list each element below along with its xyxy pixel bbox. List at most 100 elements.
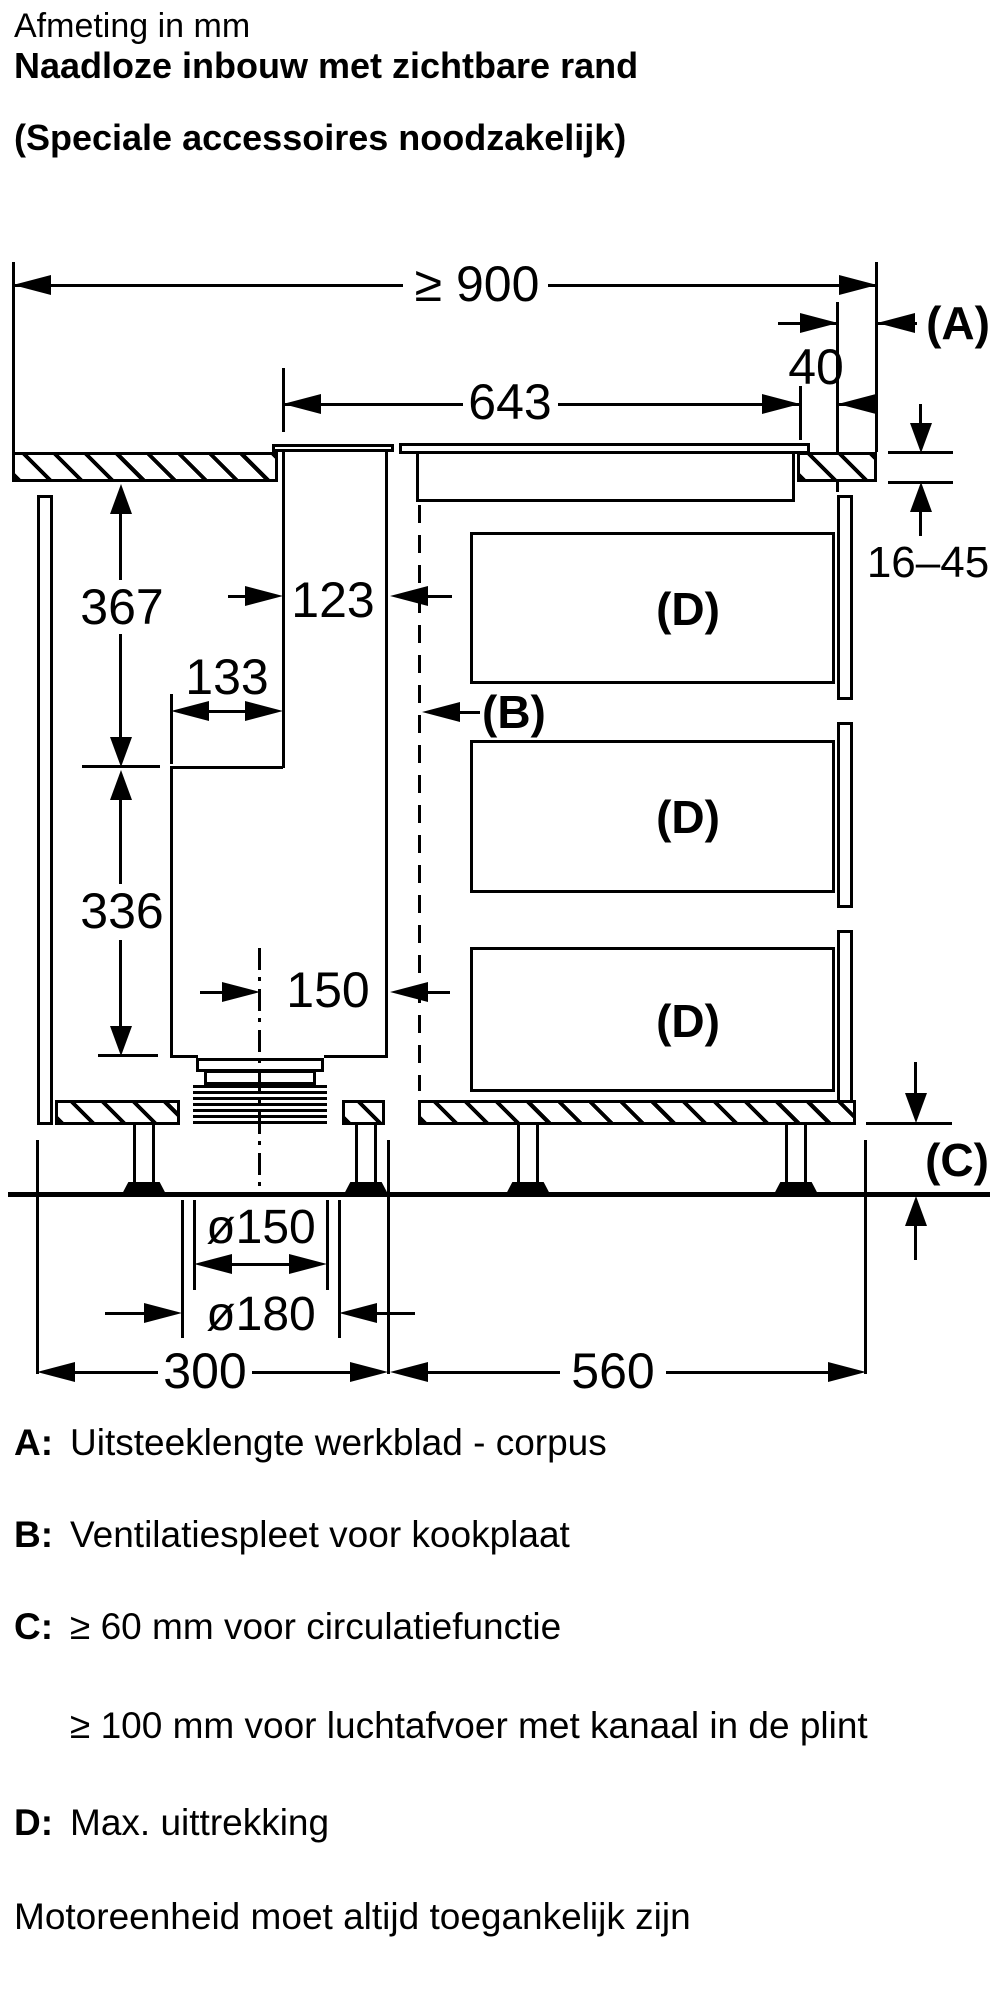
dim-left-section: 300 (163, 1343, 247, 1399)
foot (785, 1125, 807, 1182)
dimension-line (914, 1062, 917, 1096)
dim-hob-width: 643 (468, 374, 552, 430)
plinth-board-right (418, 1100, 856, 1125)
dimension-line (426, 595, 452, 598)
arrow-down-icon (110, 737, 132, 767)
arrow-right-icon (350, 1362, 388, 1382)
dimension-line (205, 710, 249, 713)
motor-unit-bottom (170, 1055, 198, 1058)
dimension-line (119, 512, 122, 580)
motor-unit-left (170, 766, 173, 1058)
arrow-up-icon (905, 1196, 927, 1226)
legend-item-d: D: Max. uittrekking (14, 1798, 329, 1848)
legend-key: B: (14, 1514, 54, 1555)
floor-line (8, 1192, 990, 1197)
dim-duct-dia-180: ø180 (206, 1288, 316, 1341)
arrow-right-icon (144, 1303, 182, 1323)
arrow-down-icon (905, 1093, 927, 1123)
arrow-left-icon (390, 982, 428, 1002)
dimension-line (666, 1371, 828, 1374)
arrow-left-icon (283, 394, 321, 414)
duct-left-wall (282, 452, 285, 768)
vent-gap-dashed-line (418, 505, 421, 1091)
hob-body-edge (416, 454, 419, 502)
dimension-line (283, 403, 463, 406)
arrow-down-icon (910, 423, 932, 453)
dim-label-c: (C) (925, 1134, 989, 1186)
arrow-up-icon (110, 770, 132, 800)
extension-line (864, 1140, 867, 1374)
arrow-right-icon (839, 275, 877, 295)
dimension-line (426, 1371, 560, 1374)
hob-body-bottom (416, 499, 795, 502)
dimension-line (252, 1371, 350, 1374)
right-side-panel (837, 722, 853, 908)
arrow-left-icon (877, 313, 915, 333)
arrow-left-icon (37, 1362, 75, 1382)
arrow-left-icon (194, 1254, 232, 1274)
legend-text: ≥ 60 mm voor circulatiefunctie (70, 1606, 562, 1647)
arrow-left-icon (13, 275, 51, 295)
dimension-line (548, 284, 877, 287)
dimension-line (200, 991, 226, 994)
legend-text: Uitsteeklengte werkblad - corpus (70, 1422, 607, 1463)
extension-line (338, 1200, 341, 1338)
extension-line (36, 1140, 39, 1374)
dim-right-section: 560 (571, 1343, 655, 1399)
legend-text: Max. uittrekking (70, 1802, 330, 1843)
reference-line (866, 1122, 952, 1125)
foot (133, 1125, 155, 1182)
reference-line (82, 765, 160, 768)
legend-item-b: B: Ventilatiespleet voor kookplaat (14, 1510, 570, 1560)
worktop-left (12, 452, 278, 482)
dim-edge-offset: 40 (788, 339, 844, 395)
arrow-right-icon (222, 982, 260, 1002)
dim-upper-depth: 367 (80, 579, 164, 635)
extension-line (193, 1200, 196, 1290)
legend-item-c: C: ≥ 60 mm voor circulatiefunctie (14, 1602, 561, 1652)
arrow-left-icon (339, 1303, 377, 1323)
dim-duct-offset: 150 (286, 962, 370, 1018)
dim-label-a: (A) (926, 297, 990, 349)
worktop-right (797, 452, 877, 482)
right-side-panel (837, 495, 853, 700)
arrow-right-icon (245, 586, 283, 606)
legend-item-c-continued: ≥ 100 mm voor luchtafvoer met kanaal in … (70, 1700, 890, 1752)
drawing-title: Naadloze inbouw met zichtbare rand (14, 45, 639, 86)
legend-text: Ventilatiespleet voor kookplaat (70, 1514, 570, 1555)
dimension-line (228, 1263, 294, 1266)
accessories-note: (Speciale accessoires noodzakelijk) (14, 117, 627, 158)
plinth-board-left (55, 1100, 180, 1125)
dimension-line (426, 991, 450, 994)
drawer-top (470, 532, 835, 684)
extension-line (12, 262, 15, 452)
legend-text: ≥ 100 mm voor luchtafvoer met kanaal in … (70, 1705, 868, 1746)
foot (517, 1125, 539, 1182)
plinth-board-middle (342, 1100, 385, 1125)
drawer-label: (D) (656, 583, 720, 635)
foot (355, 1125, 377, 1182)
dim-worktop-thickness: 16–45 (866, 538, 990, 587)
dim-duct-width: 123 (291, 572, 375, 628)
extension-line (799, 386, 802, 440)
right-side-panel (837, 930, 853, 1125)
arrow-left-icon (171, 701, 209, 721)
extension-line (326, 1200, 329, 1290)
arrow-right-icon (828, 1362, 866, 1382)
dim-duct-dia-150: ø150 (206, 1201, 316, 1254)
hob-glass (399, 443, 810, 454)
drawer-label: (D) (656, 791, 720, 843)
motor-unit-top (170, 766, 283, 769)
extension-line (836, 302, 839, 492)
arrow-right-icon (762, 394, 800, 414)
dimension-line (13, 284, 403, 287)
arrow-left-icon (390, 586, 428, 606)
left-side-panel (37, 495, 53, 1125)
dimension-line (919, 510, 922, 536)
motor-access-note: Motoreenheid moet altijd toegankelijk zi… (14, 1892, 691, 1942)
hob-vent-cover (272, 444, 394, 452)
arrow-right-icon (245, 701, 283, 721)
arrow-right-icon (800, 313, 838, 333)
dim-total-width: ≥ 900 (414, 256, 540, 312)
legend-key: D: (14, 1802, 54, 1843)
